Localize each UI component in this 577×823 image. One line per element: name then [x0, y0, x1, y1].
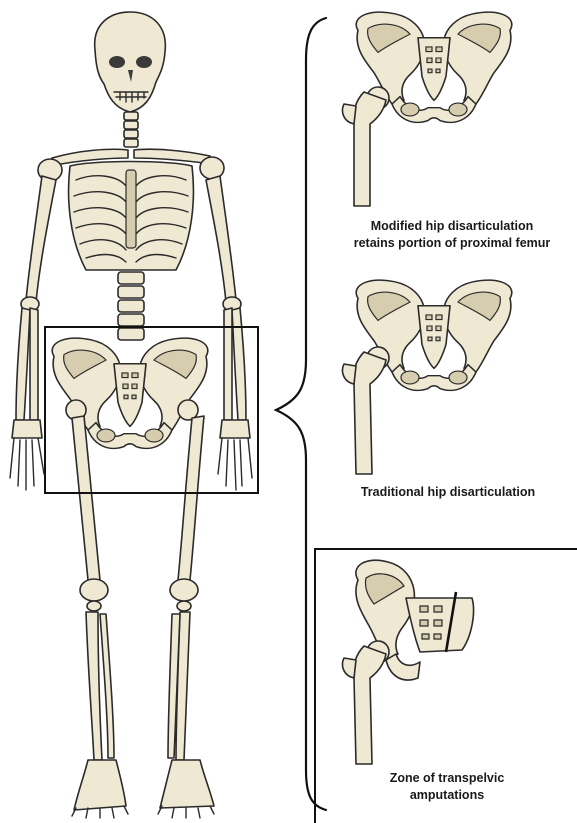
cervical-spine — [124, 112, 138, 147]
caption-traditional-line1: Traditional hip disarticulation — [318, 484, 577, 501]
skull — [95, 12, 166, 112]
caption-modified-line2: retains portion of proximal femur — [322, 235, 577, 252]
caption-modified-hip-disarticulation: Modified hip disarticulation retains por… — [322, 218, 577, 252]
right-leg — [158, 400, 214, 818]
curly-brace — [276, 18, 326, 810]
lumbar-spine — [118, 272, 144, 340]
caption-transpelvic-amputations: Zone of transpelvic amputations — [318, 770, 576, 804]
traditional-hip-femur — [342, 347, 389, 474]
full-skeleton — [10, 12, 252, 818]
caption-transpelvic-line2: amputations — [318, 787, 576, 804]
rib-cage — [69, 162, 194, 271]
right-arm — [206, 176, 252, 490]
left-arm — [10, 176, 56, 490]
caption-traditional-hip-disarticulation: Traditional hip disarticulation — [318, 484, 577, 501]
left-leg — [66, 400, 128, 818]
modified-hip-femur-stump — [342, 87, 389, 206]
caption-modified-line1: Modified hip disarticulation — [322, 218, 577, 235]
transpelvic-femur — [342, 641, 389, 764]
caption-transpelvic-line1: Zone of transpelvic — [318, 770, 576, 787]
